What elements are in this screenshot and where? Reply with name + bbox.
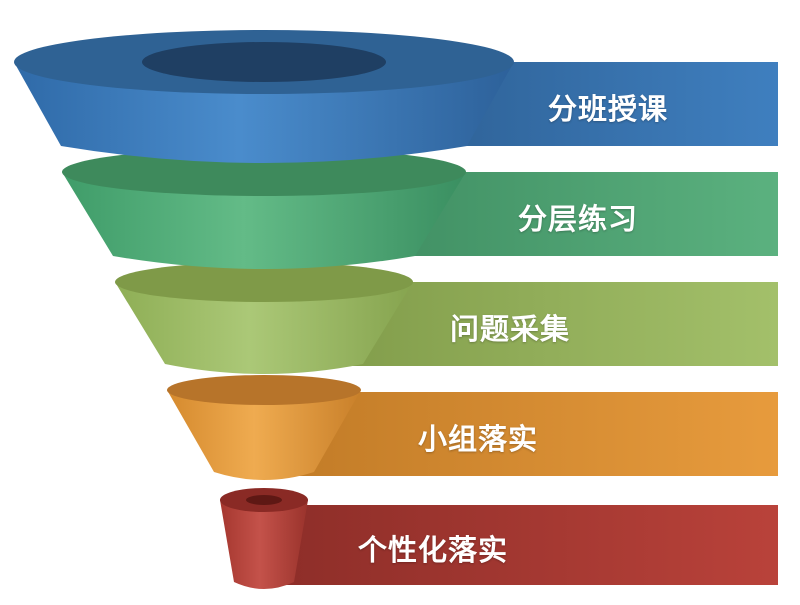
funnel-band-3 (300, 282, 778, 366)
funnel-rim-3 (115, 262, 413, 302)
funnel-band-4 (262, 392, 778, 476)
funnel-hole-1 (142, 42, 386, 82)
funnel-cone-2 (62, 172, 466, 269)
stage-label-5: 个性化落实 (358, 533, 509, 567)
funnel-rim-2 (62, 148, 466, 196)
stage-label-3: 问题采集 (450, 312, 571, 346)
funnel-rim-4 (167, 375, 361, 405)
stage-label-4: 小组落实 (418, 422, 539, 456)
stage-label-1: 分班授课 (548, 92, 669, 126)
stage-label-2: 分层练习 (518, 202, 639, 236)
funnel-band-5 (262, 505, 778, 585)
funnel-hole-5 (246, 495, 282, 505)
funnel-cone-3 (115, 282, 413, 374)
funnel-cone-4 (167, 390, 361, 480)
funnel-cone-5 (220, 500, 308, 589)
